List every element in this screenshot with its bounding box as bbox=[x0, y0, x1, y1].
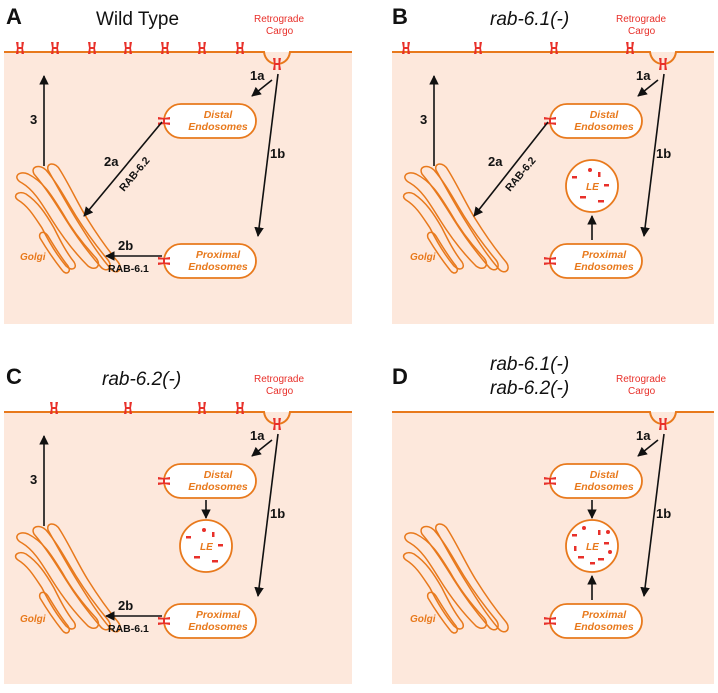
step-1b: 1b bbox=[270, 146, 285, 161]
cargo-label-line1: Retrograde bbox=[254, 374, 304, 385]
cargo-label-line1: Retrograde bbox=[254, 14, 304, 25]
step-3: 3 bbox=[30, 472, 37, 487]
cargo-label-line2: Cargo bbox=[266, 26, 294, 37]
arrow-1a bbox=[251, 79, 273, 97]
cargo-label-line2: Cargo bbox=[266, 386, 294, 397]
svg-text:Proximal: Proximal bbox=[582, 609, 627, 621]
distal-endosome: Distal Endosomes bbox=[158, 463, 257, 499]
proximal-endosome: Proximal Endosomes bbox=[158, 603, 257, 639]
cytoplasm-region bbox=[392, 412, 714, 684]
panel-label: C bbox=[6, 364, 22, 389]
step-1b: 1b bbox=[656, 146, 671, 161]
arrow-1b bbox=[640, 73, 665, 237]
golgi-label: Golgi bbox=[410, 614, 436, 625]
cargo-label-line1: Retrograde bbox=[616, 374, 666, 385]
panel-title-line1: rab-6.1(-) bbox=[490, 354, 569, 375]
step-3: 3 bbox=[420, 112, 427, 127]
proximal-endosome: Proximal Endosomes bbox=[544, 603, 643, 639]
arrow-1b bbox=[254, 433, 279, 597]
svg-text:Endosomes: Endosomes bbox=[574, 121, 634, 133]
panel-label: A bbox=[6, 4, 22, 29]
cytoplasm-region bbox=[4, 412, 352, 684]
arrow-1a bbox=[251, 439, 273, 457]
arrow-1b bbox=[640, 433, 665, 597]
svg-text:Proximal: Proximal bbox=[582, 249, 627, 261]
svg-text:Distal: Distal bbox=[204, 469, 234, 481]
cargo-label-line2: Cargo bbox=[628, 26, 656, 37]
step-1b: 1b bbox=[270, 506, 285, 521]
step-2a: 2a bbox=[488, 154, 503, 169]
panel-label: B bbox=[392, 4, 408, 29]
svg-text:LE: LE bbox=[200, 542, 213, 553]
arrow-1a bbox=[637, 79, 659, 97]
step-3: 3 bbox=[30, 112, 37, 127]
golgi-label: Golgi bbox=[20, 252, 46, 263]
svg-text:Endosomes: Endosomes bbox=[188, 621, 248, 633]
panel-c: C rab-6.2(-) Retrograde Cargo Distal End… bbox=[4, 364, 352, 684]
step-1a: 1a bbox=[250, 428, 265, 443]
svg-text:Distal: Distal bbox=[590, 469, 620, 481]
panel-title: Wild Type bbox=[96, 9, 179, 30]
svg-text:Endosomes: Endosomes bbox=[574, 621, 634, 633]
panel-title: rab-6.1(-) bbox=[490, 9, 569, 30]
panel-title: rab-6.2(-) bbox=[102, 369, 181, 390]
distal-endosome: Distal Endosomes bbox=[544, 463, 643, 499]
cargo-label-line2: Cargo bbox=[628, 386, 656, 397]
svg-text:Endosomes: Endosomes bbox=[574, 261, 634, 273]
panel-d: D rab-6.1(-) rab-6.2(-) Retrograde Cargo… bbox=[392, 354, 714, 684]
late-endosome-icon: LE bbox=[565, 159, 619, 213]
arrow-1b bbox=[254, 73, 279, 237]
arrow-1a bbox=[637, 439, 659, 457]
svg-text:LE: LE bbox=[586, 182, 599, 193]
panel-title-line2: rab-6.2(-) bbox=[490, 378, 569, 399]
step-1a: 1a bbox=[250, 68, 265, 83]
step-2a: 2a bbox=[104, 154, 119, 169]
cytoplasm-region bbox=[4, 52, 352, 324]
distal-endosome: Distal Endosomes bbox=[544, 103, 643, 139]
rab-6-1-label: RAB-6.1 bbox=[108, 263, 149, 275]
svg-text:Endosomes: Endosomes bbox=[188, 261, 248, 273]
svg-text:Endosomes: Endosomes bbox=[574, 481, 634, 493]
svg-text:Proximal: Proximal bbox=[196, 249, 241, 261]
step-1a: 1a bbox=[636, 428, 651, 443]
rab-6-1-label: RAB-6.1 bbox=[108, 623, 149, 635]
step-1a: 1a bbox=[636, 68, 651, 83]
late-endosome-icon: LE bbox=[179, 519, 233, 573]
svg-text:Distal: Distal bbox=[204, 109, 234, 121]
late-endosome-icon: LE bbox=[565, 519, 619, 573]
cytoplasm-region bbox=[392, 52, 714, 324]
svg-text:Endosomes: Endosomes bbox=[188, 121, 248, 133]
arrow-2a bbox=[83, 121, 163, 217]
panel-b: B rab-6.1(-) Retrograde Cargo Distal End… bbox=[392, 4, 714, 324]
panel-a: A Wild Type Retrograde Cargo Distal Endo… bbox=[4, 4, 352, 324]
step-2b: 2b bbox=[118, 238, 133, 253]
proximal-endosome: Proximal Endosomes bbox=[158, 243, 257, 279]
golgi-label: Golgi bbox=[20, 614, 46, 625]
panel-label: D bbox=[392, 364, 408, 389]
svg-text:Endosomes: Endosomes bbox=[188, 481, 248, 493]
svg-text:Distal: Distal bbox=[590, 109, 620, 121]
distal-endosome: Distal Endosomes bbox=[158, 103, 257, 139]
proximal-endosome: Proximal Endosomes bbox=[544, 243, 643, 279]
step-1b: 1b bbox=[656, 506, 671, 521]
svg-text:Proximal: Proximal bbox=[196, 609, 241, 621]
svg-text:LE: LE bbox=[586, 542, 599, 553]
step-2b: 2b bbox=[118, 598, 133, 613]
cargo-label-line1: Retrograde bbox=[616, 14, 666, 25]
arrow-2a bbox=[473, 121, 549, 217]
golgi-label: Golgi bbox=[410, 252, 436, 263]
